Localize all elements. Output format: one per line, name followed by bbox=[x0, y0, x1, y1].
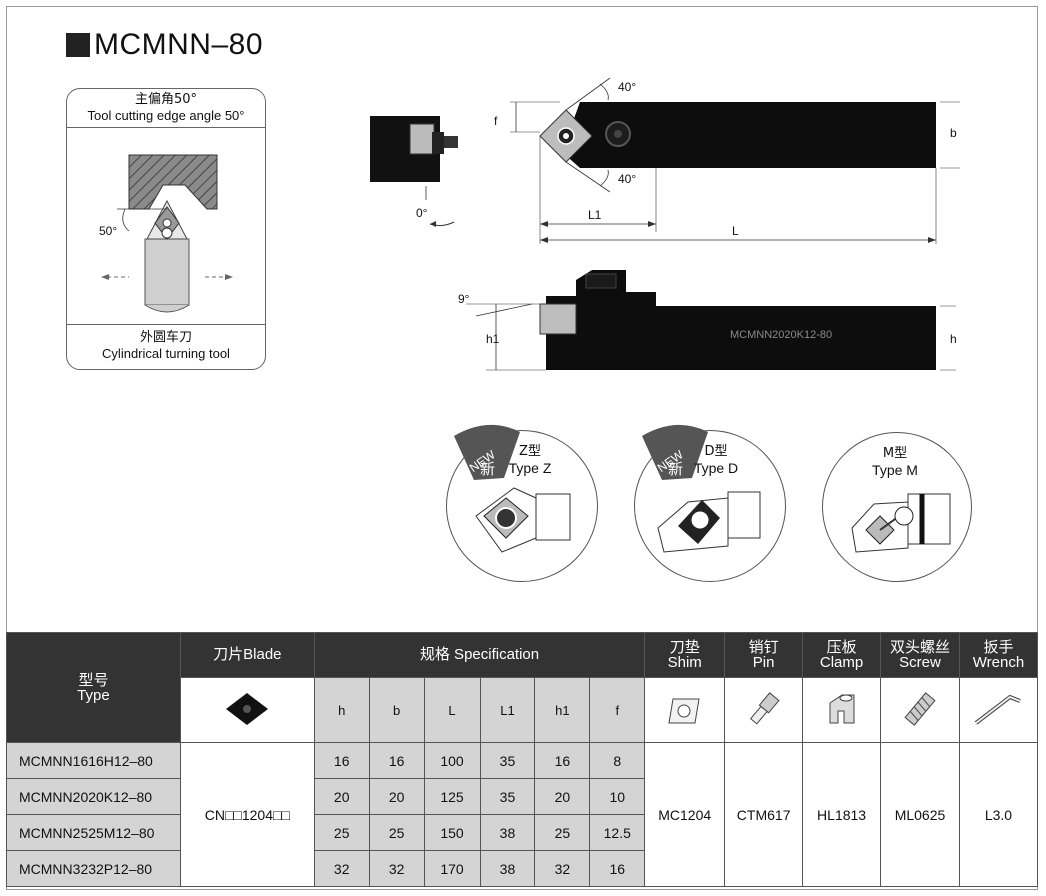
page-title: MCMNN–80 bbox=[66, 28, 263, 62]
clamp-image-cell bbox=[802, 677, 882, 743]
angle-box-header: 主偏角50° Tool cutting edge angle 50° bbox=[67, 89, 265, 128]
page-frame bbox=[6, 6, 1038, 890]
holder-side-view bbox=[466, 270, 956, 371]
screw-image-cell bbox=[880, 677, 960, 743]
type-z-label: Z型 Type Z bbox=[508, 444, 552, 476]
wrench-code-cell: L3.0 bbox=[958, 742, 1039, 887]
table-row: MCMNN1616H12–80 CN□□1204□□ 16 16 100 35 … bbox=[6, 742, 1039, 887]
screw-icon bbox=[904, 691, 936, 726]
hex-wrench-icon bbox=[975, 694, 1022, 725]
dim-b-label: b bbox=[950, 126, 957, 140]
model-cell: MCMNN3232P12–80 bbox=[6, 850, 181, 887]
table-row: MCMNN2020K12–80 20 20 125 35 20 10 bbox=[6, 778, 1038, 815]
holder-marking: MCMNN2020K12-80 bbox=[730, 329, 833, 341]
type-header: 型号 Type bbox=[6, 632, 181, 743]
shim-image-cell bbox=[644, 677, 726, 743]
angle-50-label: 50° bbox=[99, 224, 118, 238]
badge-cn-d: 新 bbox=[668, 460, 683, 478]
clamp-icon bbox=[829, 694, 855, 723]
holder-top-view bbox=[510, 77, 960, 244]
type-m-label: M型 Type M bbox=[872, 446, 918, 478]
angle-box-footer: 外圆车刀 Cylindrical turning tool bbox=[67, 324, 265, 369]
shim-code-cell: MC1204 bbox=[644, 742, 726, 887]
angle-header-cn: 主偏角50° bbox=[134, 92, 198, 107]
type-m-illustration bbox=[851, 493, 951, 553]
footer-en: Cylindrical turning tool bbox=[102, 346, 230, 361]
angle-header-en: Tool cutting edge angle 50° bbox=[87, 108, 245, 123]
pin-icon bbox=[749, 691, 780, 725]
type-d-illustration: NEW 新 bbox=[642, 424, 761, 553]
blade-code-cell: CN□□1204□□ bbox=[179, 742, 315, 887]
col-h: h bbox=[313, 677, 370, 743]
model-cell: MCMNN1616H12–80 bbox=[6, 742, 181, 779]
blade-image-cell bbox=[179, 677, 315, 743]
dim-h-label: h bbox=[950, 332, 957, 346]
shim-icon bbox=[668, 698, 700, 723]
zero-degree-arrow bbox=[429, 221, 455, 227]
col-b: b bbox=[368, 677, 425, 743]
type-d-label: D型 Type D bbox=[693, 444, 739, 476]
angle-9-label: 9° bbox=[458, 292, 470, 306]
col-L: L bbox=[423, 677, 481, 743]
table-row: MCMNN2525M12–80 25 25 150 38 25 12.5 bbox=[6, 814, 1038, 851]
clamp-code-cell: HL1813 bbox=[802, 742, 882, 887]
blade-header: 刀片Blade bbox=[179, 632, 315, 678]
cutting-angle-box: 主偏角50° Tool cutting edge angle 50° 50° 外… bbox=[66, 88, 266, 370]
badge-cn-z: 新 bbox=[480, 460, 495, 478]
table-row: MCMNN3232P12–80 32 32 170 38 32 16 bbox=[6, 850, 1038, 887]
blade-insert-icon bbox=[226, 692, 269, 725]
col-f: f bbox=[589, 677, 646, 743]
type-z-illustration: NEW 新 bbox=[454, 424, 571, 553]
wrench-image-cell bbox=[958, 677, 1039, 743]
col-h1: h1 bbox=[534, 677, 591, 743]
footer-cn: 外圆车刀 bbox=[139, 330, 192, 345]
zero-degree-label: 0° bbox=[416, 206, 428, 220]
holder-end-view bbox=[370, 116, 458, 200]
dim-L1-label: L1 bbox=[588, 208, 602, 222]
pin-code-cell: CTM617 bbox=[724, 742, 804, 887]
screw-code-cell: ML0625 bbox=[880, 742, 960, 887]
cutting-angle-illustration bbox=[101, 154, 233, 313]
spec-header: 规格 Specification bbox=[313, 632, 646, 678]
model-cell: MCMNN2020K12–80 bbox=[6, 778, 181, 815]
model-cell: MCMNN2525M12–80 bbox=[6, 814, 181, 851]
angle-40-top: 40° bbox=[618, 80, 637, 94]
title-square-icon bbox=[66, 33, 90, 57]
angle-40-bottom: 40° bbox=[618, 172, 637, 186]
dim-h1-label: h1 bbox=[486, 332, 500, 346]
dim-f-label: f bbox=[494, 114, 498, 128]
dim-L-label: L bbox=[732, 224, 739, 238]
pin-image-cell bbox=[724, 677, 804, 743]
col-L1: L1 bbox=[479, 677, 536, 743]
